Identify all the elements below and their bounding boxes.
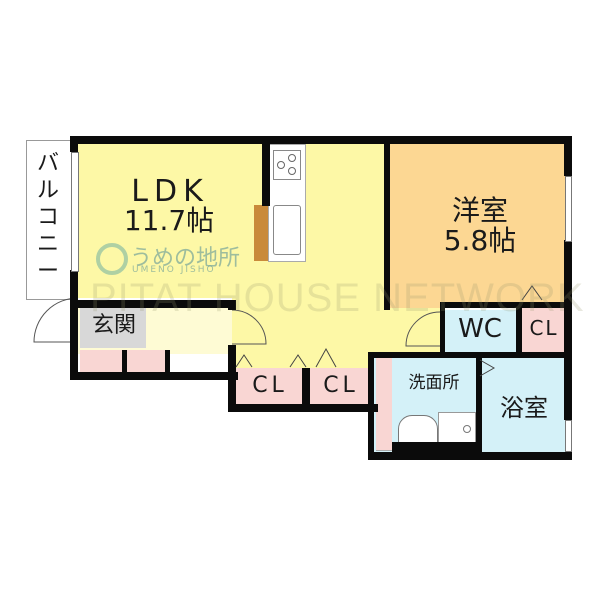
ldk-label: LDK	[131, 174, 209, 209]
western-closet-marker	[521, 285, 543, 301]
closet-wc	[522, 306, 566, 356]
wall	[122, 350, 127, 374]
wall	[228, 300, 236, 310]
company-watermark-jp: うめの地所	[130, 246, 241, 271]
wall	[228, 404, 378, 412]
kitchen-wood-panel	[254, 205, 268, 261]
wall	[70, 270, 78, 380]
wall	[368, 352, 568, 358]
closet-2	[310, 368, 372, 406]
wc-label: WC	[458, 314, 502, 344]
burner-icon	[288, 167, 296, 175]
closet-wc-label: CL	[529, 316, 559, 340]
network-watermark: PITAT HOUSE NETWORK	[90, 276, 585, 320]
wall	[70, 136, 78, 152]
wall	[70, 300, 232, 308]
bath-label: 浴室	[500, 394, 548, 422]
wc-room	[444, 310, 516, 354]
stove-icon	[273, 150, 301, 180]
wall	[302, 368, 310, 408]
wall	[564, 240, 572, 420]
western-room	[388, 140, 566, 308]
wall	[384, 136, 570, 144]
umeno-logo-icon	[96, 243, 128, 275]
closet-1	[236, 368, 304, 406]
balcony-label: バ ル コ ニ ー	[36, 151, 59, 284]
drain-icon	[463, 425, 471, 433]
wall	[564, 136, 572, 176]
company-watermark-en: UMENO JISHO	[132, 265, 216, 275]
bath-door-marker	[479, 359, 496, 377]
bathroom	[482, 356, 566, 452]
sink-icon	[273, 205, 301, 255]
wall	[368, 452, 572, 460]
wall	[392, 442, 476, 452]
wall	[476, 356, 482, 456]
washroom-side-shelf	[376, 358, 392, 451]
wall	[228, 345, 236, 409]
western-room-label: 洋室	[451, 194, 508, 227]
western-room-size: 5.8帖	[443, 224, 517, 257]
balcony	[26, 140, 71, 300]
shoe-closet	[126, 350, 166, 372]
ldk-room	[76, 140, 388, 298]
wall	[440, 302, 445, 358]
wc-door-swing	[405, 311, 441, 347]
burner-icon	[277, 161, 285, 169]
ldk-door-swing	[231, 310, 267, 345]
shoe-closet	[80, 350, 124, 372]
washroom-label: 洗面所	[408, 373, 460, 393]
wall	[516, 306, 522, 358]
wall	[70, 136, 388, 144]
closet-2-label: CL	[323, 373, 359, 398]
wall	[165, 350, 170, 374]
window	[71, 152, 79, 272]
balcony-door-swing	[33, 298, 79, 343]
wall	[440, 302, 570, 308]
entrance-genkan	[80, 306, 146, 348]
window	[565, 420, 572, 452]
wall	[368, 352, 374, 460]
wall	[384, 140, 390, 310]
entrance-label: 玄関	[91, 313, 136, 338]
wall	[70, 372, 238, 380]
window	[565, 176, 572, 242]
closet-1-label: CL	[252, 373, 288, 398]
ldk-size: 11.7帖	[123, 204, 215, 237]
wall	[262, 140, 270, 206]
burner-icon	[288, 154, 296, 162]
washbasin-icon	[398, 415, 438, 445]
closet-door-markers	[235, 347, 337, 368]
